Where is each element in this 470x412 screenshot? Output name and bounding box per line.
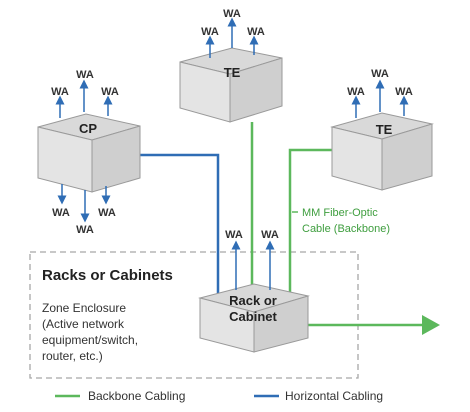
wa-label: WA xyxy=(98,207,116,219)
wa-label: WA xyxy=(371,68,389,80)
horizontal-cable-cp-rack xyxy=(140,153,220,300)
zone-desc-line: (Active network xyxy=(42,317,125,331)
te-right-box: TE xyxy=(330,112,434,191)
wa-label: WA xyxy=(395,86,413,98)
rack-label-line2: Cabinet xyxy=(229,309,277,324)
wa-label: WA xyxy=(76,224,94,236)
wa-label: WA xyxy=(76,69,94,81)
wa-label: WA xyxy=(247,26,265,38)
fiber-annotation-line2: Cable (Backbone) xyxy=(302,223,390,235)
te-top-box: TE xyxy=(179,47,283,123)
fiber-annotation-line1: MM Fiber-Optic xyxy=(302,207,378,219)
zone-enclosure-border xyxy=(29,251,359,379)
wa-label: WA xyxy=(51,86,69,98)
zone-desc-line: equipment/switch, xyxy=(42,333,138,347)
rack-label-line1: Rack or xyxy=(229,293,277,308)
wa-label: WA xyxy=(347,86,365,98)
backbone-arrowhead xyxy=(422,315,440,335)
wa-label: WA xyxy=(225,229,243,241)
te-top-label: TE xyxy=(224,65,241,80)
wa-label: WA xyxy=(101,86,119,98)
wa-label: WA xyxy=(52,207,70,219)
zone-desc-line: Zone Enclosure xyxy=(42,301,126,315)
cp-box: CP xyxy=(37,113,141,193)
wa-label: WA xyxy=(261,229,279,241)
wa-label: WA xyxy=(223,8,241,20)
legend-backbone-label: Backbone Cabling xyxy=(88,389,185,403)
backbone-cable-te-right xyxy=(288,148,340,300)
wa-label: WA xyxy=(201,26,219,38)
te-right-label: TE xyxy=(376,122,393,137)
zone-title: Racks or Cabinets xyxy=(42,267,173,284)
rack-cabinet-box: Rack or Cabinet xyxy=(198,283,310,353)
zone-desc-line: router, etc.) xyxy=(42,349,103,363)
cp-label: CP xyxy=(79,121,97,136)
legend-horizontal-label: Horizontal Cabling xyxy=(285,389,383,403)
